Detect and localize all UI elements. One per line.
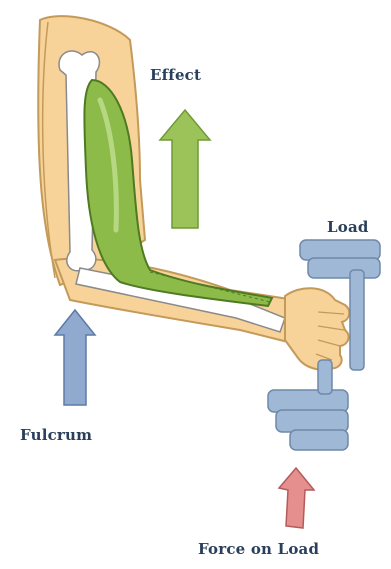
force-on-load-label: Force on Load: [198, 540, 319, 558]
dumbbell-bar: [350, 270, 364, 370]
force-arrow-icon: [279, 468, 314, 528]
dumbbell-top-plate-2: [308, 258, 380, 278]
dumbbell-top-plate-1: [300, 240, 380, 260]
dumbbell-bottom-plate-1: [268, 390, 348, 412]
fulcrum-label: Fulcrum: [20, 426, 92, 444]
effect-label: Effect: [150, 66, 201, 84]
dumbbell-bar-lower: [318, 360, 332, 394]
effect-arrow-icon: [160, 110, 210, 228]
dumbbell-bottom-plate-2: [276, 410, 348, 432]
load-label: Load: [327, 218, 369, 236]
fulcrum-arrow-icon: [55, 310, 95, 405]
dumbbell-bottom-plate-3: [290, 430, 348, 450]
